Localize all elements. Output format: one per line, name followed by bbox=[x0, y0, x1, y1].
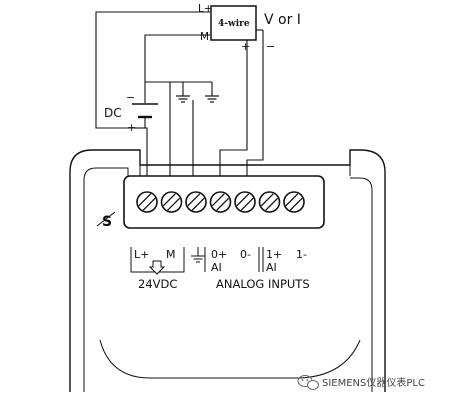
inputs-label: ANALOG INPUTS bbox=[216, 277, 310, 291]
watermark: SIEMENS仪器仪表PLC bbox=[297, 375, 425, 390]
supply-plus-label: + bbox=[127, 121, 136, 134]
terminal-screw-icon bbox=[209, 191, 232, 213]
wechat-icon bbox=[297, 375, 319, 390]
device-box bbox=[210, 5, 257, 41]
wire-zero-plus bbox=[219, 55, 248, 176]
terminal-screw-icon bbox=[136, 191, 158, 213]
label-0-minus: 0- bbox=[240, 248, 251, 261]
terminal-screw-icon bbox=[234, 191, 256, 213]
module-inner-outline-right bbox=[350, 177, 373, 392]
signal-label: V or I bbox=[264, 12, 301, 28]
device-pin-plus: + bbox=[241, 40, 250, 53]
terminal-screw-icon bbox=[160, 191, 183, 213]
label-1-minus: 1- bbox=[296, 248, 307, 261]
device-label: 4-wire bbox=[218, 19, 250, 29]
power-label: 24VDC bbox=[138, 277, 177, 291]
wire-device-m bbox=[144, 34, 210, 82]
label-m: M bbox=[166, 248, 176, 261]
terminal-screw-icon bbox=[258, 191, 281, 213]
ground-icon-2 bbox=[205, 95, 219, 103]
device-pin-lplus: L+ bbox=[198, 3, 213, 15]
ground-terminal-icon bbox=[191, 247, 205, 263]
terminal-screw-icon bbox=[185, 191, 207, 213]
device-pin-m: M bbox=[200, 31, 209, 43]
device-pin-minus: − bbox=[266, 40, 275, 53]
dc-supply-icon bbox=[132, 103, 158, 119]
module-mark-slash bbox=[96, 211, 116, 227]
label-ai-1: AI bbox=[266, 261, 277, 274]
module-outline bbox=[69, 149, 386, 392]
supply-label: DC bbox=[104, 106, 122, 120]
label-1-plus: 1+ bbox=[266, 248, 282, 261]
terminal-screws bbox=[136, 191, 305, 213]
wire-device-lplus bbox=[95, 11, 210, 129]
label-ai-0: AI bbox=[211, 261, 222, 274]
label-l-plus: L+ bbox=[134, 248, 149, 261]
module-mark: S bbox=[102, 214, 112, 230]
power-arrow-icon bbox=[148, 260, 166, 275]
label-0-plus: 0+ bbox=[211, 248, 227, 261]
terminal-screw-icon bbox=[283, 191, 305, 213]
supply-minus-label: − bbox=[126, 91, 135, 104]
watermark-text: SIEMENS仪器仪表PLC bbox=[322, 376, 425, 389]
wire-zero-minus bbox=[246, 55, 264, 176]
module-bottom-curve bbox=[99, 339, 361, 379]
ground-icon-1 bbox=[176, 95, 190, 103]
module-inner-outline bbox=[83, 167, 140, 392]
